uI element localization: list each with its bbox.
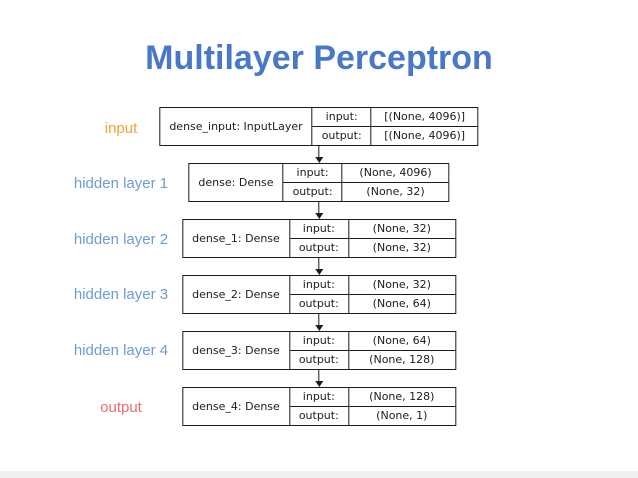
layer-name: dense_4: Dense: [183, 388, 290, 425]
arrow-down-icon: [314, 314, 324, 331]
layer-name: dense_3: Dense: [183, 332, 290, 369]
output-row-label: output:: [290, 407, 349, 425]
layer-node-dense: dense: Dense input: (None, 4096) output:…: [188, 163, 450, 202]
output-shape: (None, 32): [366, 185, 425, 198]
layer-node-dense-4: dense_4: Dense input: (None, 128) output…: [182, 387, 456, 426]
layer-name: dense_1: Dense: [183, 220, 290, 257]
side-label-hidden-layer-3: hidden layer 3: [73, 286, 169, 303]
input-row-label: input:: [312, 108, 372, 127]
input-shape: (None, 4096): [342, 164, 449, 183]
input-shape: [(None, 4096)]: [371, 108, 478, 127]
arrow-down-icon: [314, 370, 324, 387]
slide-title: Multilayer Perceptron: [145, 39, 493, 77]
output-shape: (None, 1): [376, 409, 428, 422]
layer-node-dense-2: dense_2: Dense input: (None, 32) output:…: [182, 275, 456, 314]
input-shape: (None, 64): [348, 332, 455, 351]
arrow-down-icon: [314, 202, 324, 219]
input-row-label: input:: [289, 332, 349, 351]
output-row-label: output:: [290, 295, 349, 313]
arrow-down-icon: [314, 258, 324, 275]
side-label-output: output: [100, 399, 142, 416]
output-shape: (None, 64): [372, 297, 431, 310]
output-shape: [(None, 4096)]: [384, 129, 466, 142]
output-row-label: output:: [290, 351, 349, 369]
output-shape: (None, 32): [372, 241, 431, 254]
arrow-down-icon: [314, 146, 324, 163]
input-row-label: input:: [289, 388, 349, 407]
model-graph: dense_input: InputLayer input: [(None, 4…: [159, 107, 479, 426]
output-row-label: output:: [284, 183, 343, 201]
slide-bottom-edge: [0, 471, 638, 478]
layer-name: dense_input: InputLayer: [160, 108, 313, 145]
output-shape: (None, 128): [369, 353, 435, 366]
side-label-input: input: [104, 120, 138, 137]
output-row-label: output:: [313, 127, 372, 145]
side-label-hidden-layer-4: hidden layer 4: [73, 342, 169, 359]
input-row-label: input:: [283, 164, 343, 183]
input-row-label: input:: [289, 276, 349, 295]
layer-node-dense-3: dense_3: Dense input: (None, 64) output:…: [182, 331, 456, 370]
side-label-hidden-layer-1: hidden layer 1: [73, 175, 169, 192]
layer-node-dense-input: dense_input: InputLayer input: [(None, 4…: [159, 107, 479, 146]
input-row-label: input:: [289, 220, 349, 239]
input-shape: (None, 32): [348, 276, 455, 295]
output-row-label: output:: [290, 239, 349, 257]
layer-name: dense_2: Dense: [183, 276, 290, 313]
layer-name: dense: Dense: [189, 164, 284, 201]
layer-node-dense-1: dense_1: Dense input: (None, 32) output:…: [182, 219, 456, 258]
side-label-hidden-layer-2: hidden layer 2: [73, 231, 169, 248]
input-shape: (None, 128): [348, 388, 455, 407]
input-shape: (None, 32): [348, 220, 455, 239]
